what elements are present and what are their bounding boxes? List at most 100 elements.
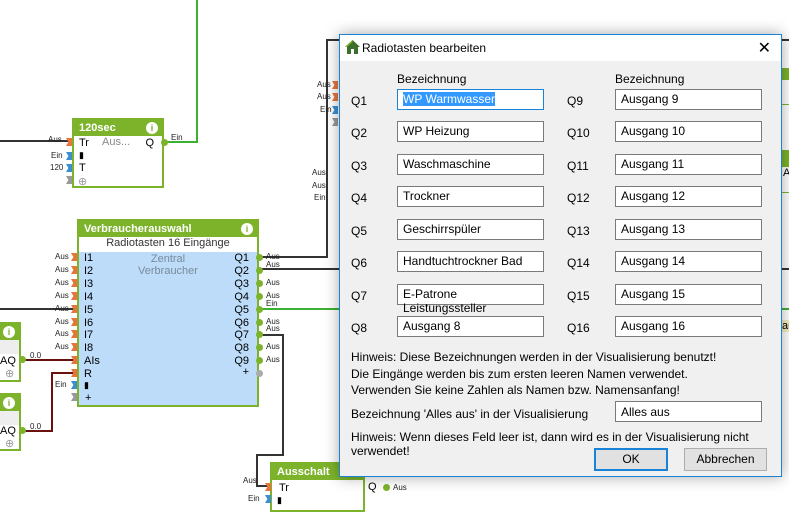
info-icon[interactable]: i	[241, 223, 253, 235]
name-input-q1[interactable]: WP Warmwasser	[397, 89, 544, 110]
input-connector[interactable]	[66, 138, 72, 146]
pin-label: Aus	[55, 342, 69, 351]
input-connector[interactable]	[71, 381, 77, 389]
input-value: Ausgang 9	[621, 92, 679, 106]
info-icon[interactable]: i	[3, 397, 15, 409]
output-connector[interactable]	[256, 357, 263, 364]
output-connector[interactable]	[256, 344, 263, 351]
wire	[262, 256, 328, 258]
pin-label: Aus	[266, 252, 280, 261]
output-connector[interactable]	[256, 319, 263, 326]
input-connector[interactable]	[71, 279, 77, 287]
output-label: Q2	[351, 126, 368, 140]
analog-block[interactable]: i AQ ⊕	[0, 322, 21, 382]
output-label: Q15	[567, 289, 590, 303]
add-input-icon[interactable]: +	[85, 392, 92, 404]
ok-button[interactable]: OK	[594, 448, 668, 471]
analog-block[interactable]: i AQ ⊕	[0, 393, 21, 451]
wire	[256, 485, 268, 487]
name-input-q13[interactable]: Ausgang 13	[615, 219, 762, 240]
pin-label: Aus	[266, 260, 280, 269]
input-value: Geschirrspüler	[403, 222, 482, 236]
cancel-button[interactable]: Abbrechen	[684, 448, 767, 471]
name-input-q6[interactable]: Handtuchtrockner Bad	[397, 251, 544, 272]
name-input-q5[interactable]: Geschirrspüler	[397, 219, 544, 240]
input-connector[interactable]	[71, 305, 77, 313]
output-connector[interactable]	[19, 356, 26, 363]
input-connector[interactable]	[332, 81, 338, 89]
output-connector[interactable]	[256, 293, 263, 300]
name-input-q7[interactable]: E-Patrone Leistungssteller	[397, 284, 544, 315]
input-connector[interactable]	[332, 118, 338, 126]
all-off-label: Bezeichnung 'Alles aus' in der Visualisi…	[351, 407, 589, 421]
input-connector[interactable]	[332, 106, 338, 114]
input-i8: I8	[84, 342, 94, 354]
output-q2: Q2	[234, 265, 249, 277]
dialog-titlebar[interactable]: Radiotasten bearbeiten ✕	[340, 35, 781, 61]
name-input-q16[interactable]: Ausgang 16	[615, 316, 762, 337]
input-connector[interactable]	[71, 292, 77, 300]
name-input-q9[interactable]: Ausgang 9	[615, 89, 762, 110]
remanence-icon: ▮	[79, 150, 84, 160]
name-input-q14[interactable]: Ausgang 14	[615, 251, 762, 272]
info-icon[interactable]: i	[146, 122, 158, 134]
input-connector[interactable]	[265, 483, 271, 491]
remanence-icon: ▮	[84, 380, 89, 390]
output-connector[interactable]	[256, 306, 263, 313]
info-icon[interactable]: i	[3, 326, 15, 338]
input-connector[interactable]	[66, 176, 72, 184]
input-connector[interactable]	[265, 495, 271, 503]
output-label: Q4	[351, 191, 368, 205]
name-input-q2[interactable]: WP Heizung	[397, 121, 544, 142]
close-button[interactable]: ✕	[757, 40, 771, 57]
output-q1: Q1	[234, 252, 249, 264]
output-connector[interactable]	[256, 254, 263, 261]
name-input-q12[interactable]: Ausgang 12	[615, 186, 762, 207]
hint-text: Hinweis: Diese Bezeichnungen werden in d…	[351, 350, 717, 364]
pin-label: Ein	[320, 105, 332, 114]
all-off-input[interactable]	[615, 401, 762, 422]
add-output-icon[interactable]: +	[242, 366, 249, 378]
input-connector[interactable]	[71, 356, 77, 364]
input-connector[interactable]	[71, 343, 77, 351]
input-connector[interactable]	[71, 369, 77, 377]
pin-label: Aus	[55, 252, 69, 261]
output-q6: Q6	[234, 317, 249, 329]
input-connector[interactable]	[71, 266, 77, 274]
wire	[262, 334, 284, 336]
output-connector[interactable]	[383, 484, 390, 491]
add-icon[interactable]: ⊕	[5, 438, 15, 450]
output-label: Q6	[351, 256, 368, 270]
add-icon[interactable]: ⊕	[5, 368, 15, 380]
input-connector[interactable]	[66, 164, 72, 172]
output-connector[interactable]	[256, 331, 263, 338]
input-connector[interactable]	[71, 330, 77, 338]
pin-value: 0.0	[30, 351, 42, 360]
output-connector[interactable]	[19, 427, 26, 434]
pin-label: Aus	[266, 324, 280, 333]
add-icon[interactable]: ⊕	[78, 176, 88, 188]
name-input-q15[interactable]: Ausgang 15	[615, 284, 762, 305]
name-input-q11[interactable]: Ausgang 11	[615, 154, 762, 175]
input-connector[interactable]	[332, 93, 338, 101]
input-connector[interactable]	[66, 152, 72, 160]
input-connector[interactable]	[71, 318, 77, 326]
hint-text: Die Eingänge werden bis zum ersten leere…	[351, 367, 688, 381]
output-connector[interactable]	[256, 267, 263, 274]
input-value: Ausgang 12	[621, 189, 686, 203]
output-connector[interactable]	[256, 280, 263, 287]
input-connector[interactable]	[71, 253, 77, 261]
input-value: Ausgang 14	[621, 254, 686, 268]
name-input-q10[interactable]: Ausgang 10	[615, 121, 762, 142]
output-connector[interactable]	[256, 370, 263, 377]
input-connector[interactable]	[71, 393, 77, 401]
input-ais: AIs	[84, 355, 100, 367]
name-input-q3[interactable]: Waschmaschine	[397, 154, 544, 175]
name-input-q4[interactable]: Trockner	[397, 186, 544, 207]
output-connector[interactable]	[161, 139, 168, 146]
pin-label: Aus	[393, 483, 407, 492]
name-input-q8[interactable]: Ausgang 8	[397, 316, 544, 337]
pin-label: Aus	[312, 168, 326, 177]
